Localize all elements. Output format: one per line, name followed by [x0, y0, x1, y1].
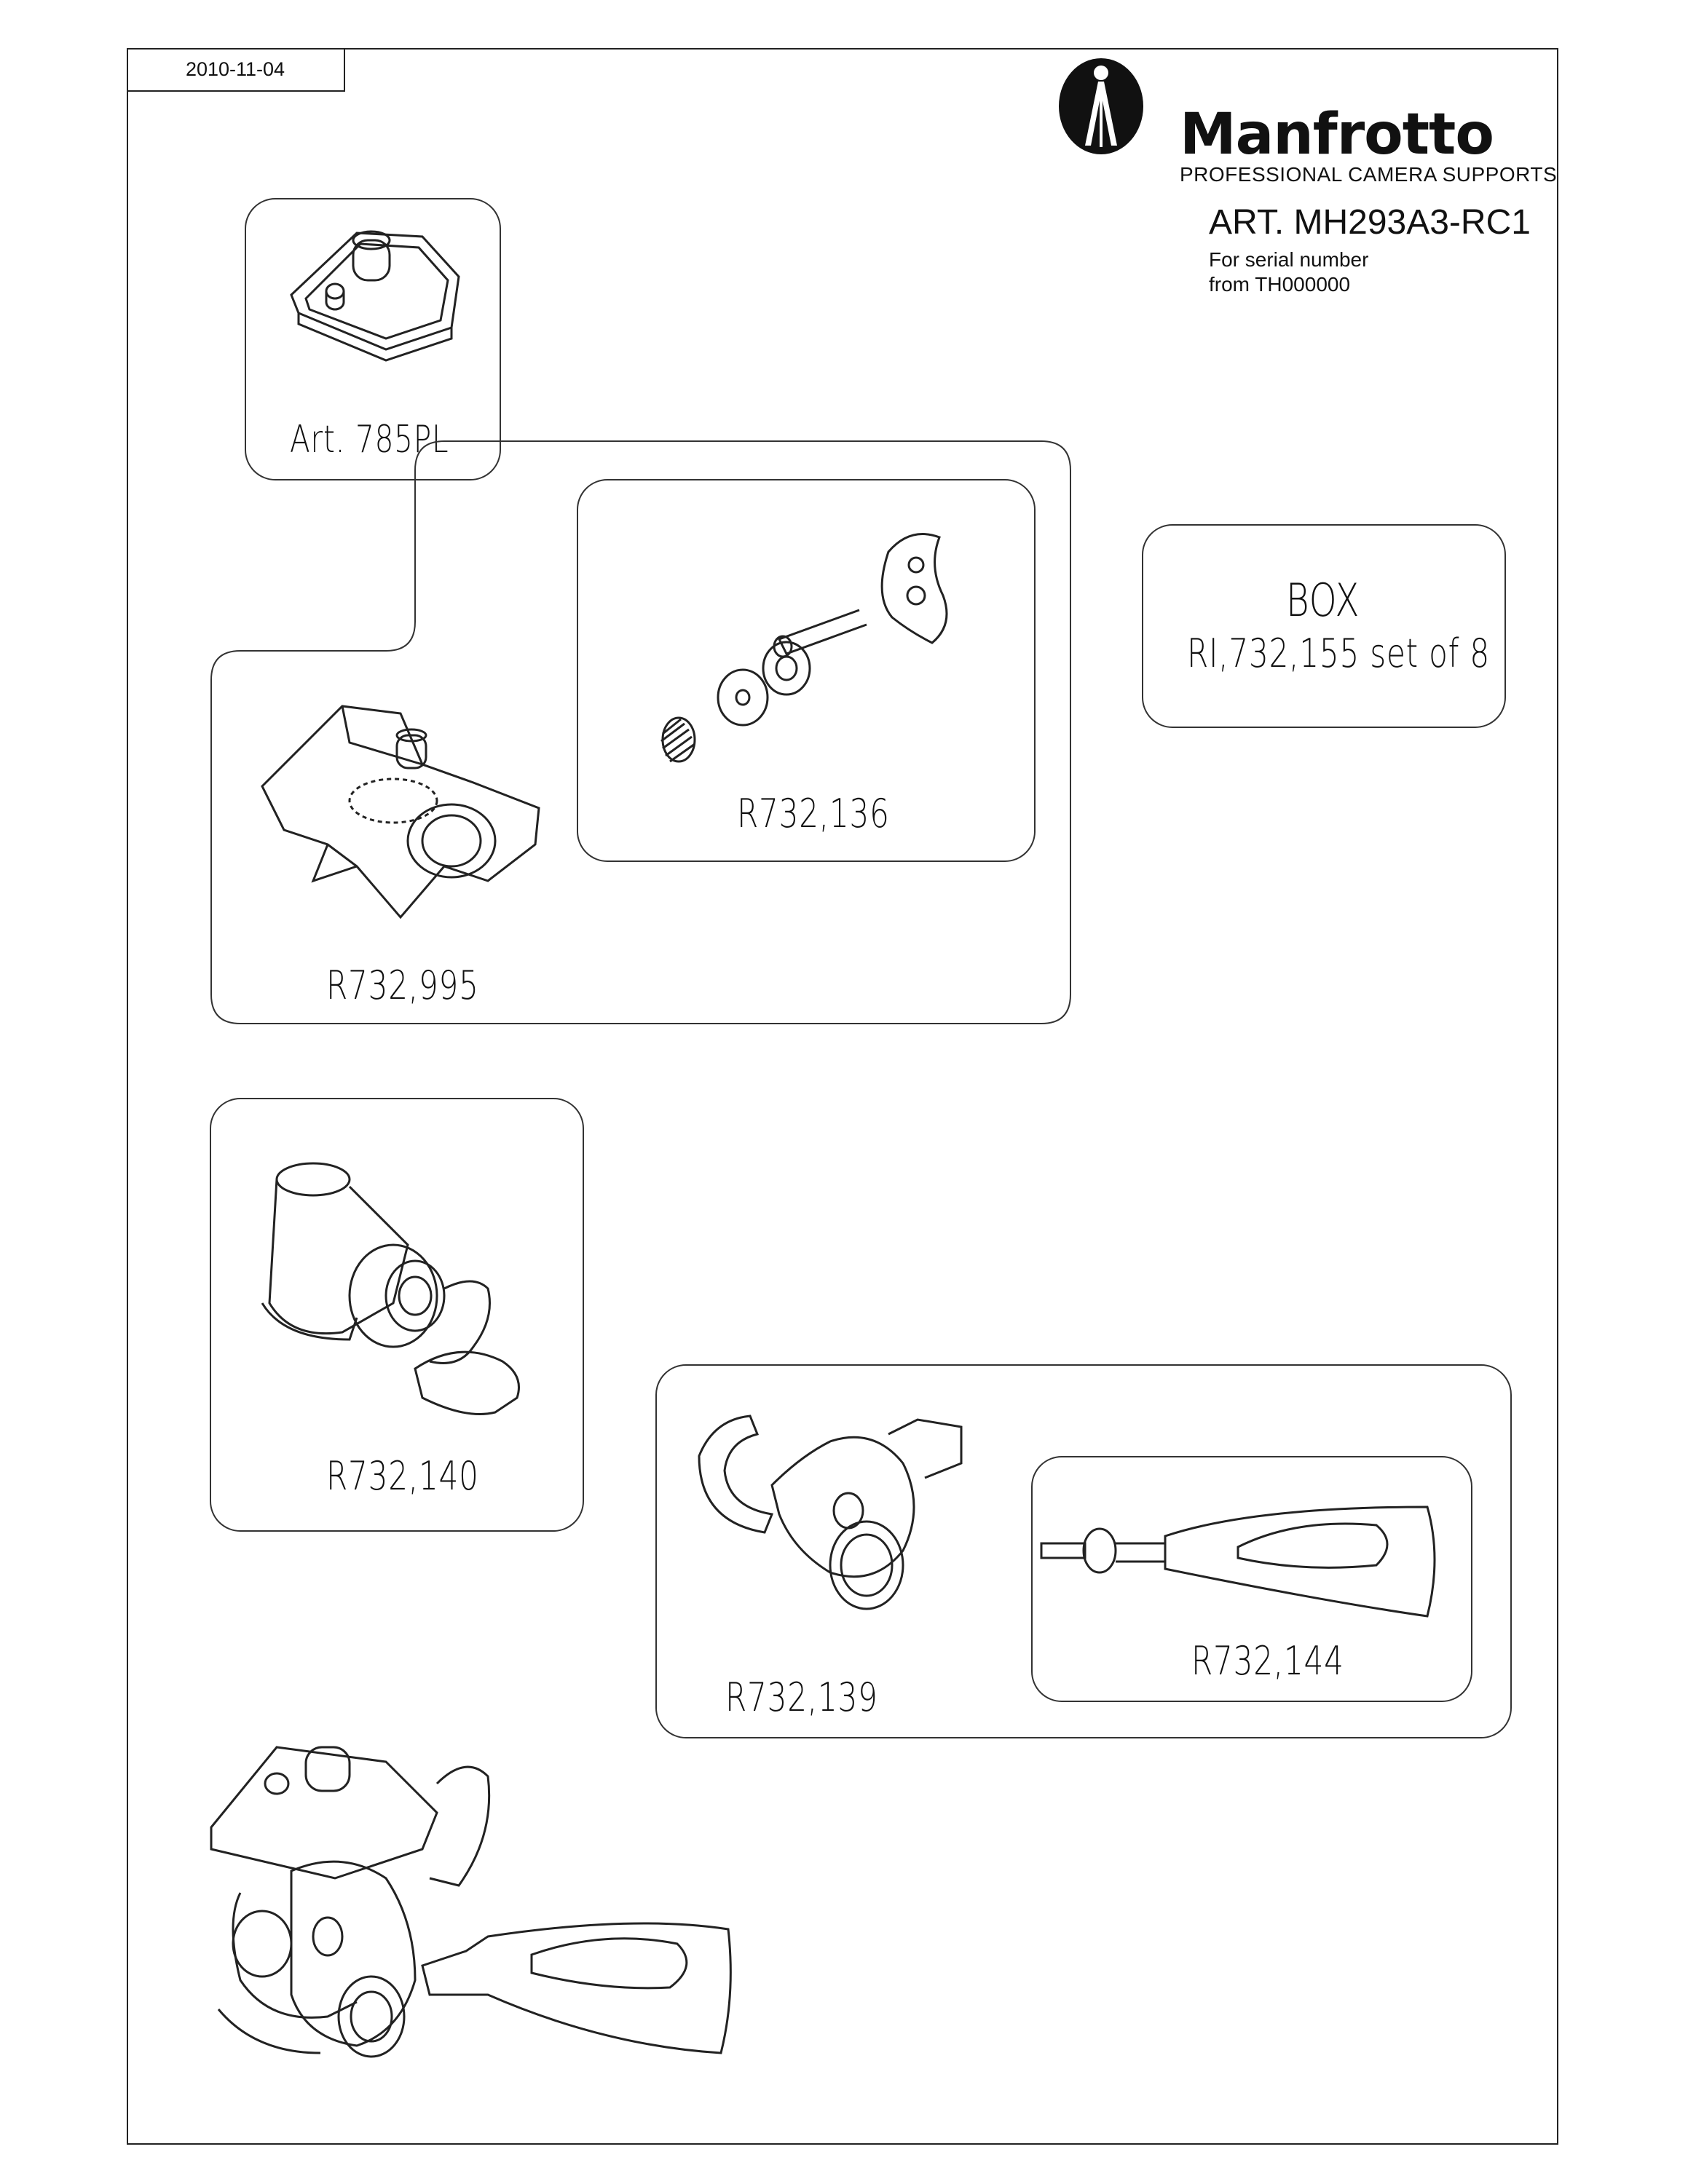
panel-body-outline [210, 440, 1073, 1026]
ball-unit-icon [248, 1158, 568, 1420]
brand-name: Manfrotto [1180, 102, 1494, 167]
brand-tagline: PROFESSIONAL CAMERA SUPPORTS [1180, 163, 1558, 186]
serial-line-2: from TH000000 [1209, 273, 1351, 296]
clamp-icon [685, 1398, 976, 1631]
label-knob-set: R732,136 [737, 791, 890, 836]
head-body-icon [255, 699, 546, 925]
pan-handle-icon [1034, 1492, 1442, 1623]
drawing-frame [127, 48, 1558, 2145]
label-clamp: R732,139 [725, 1674, 878, 1720]
label-plate: Art. 785PL [290, 418, 449, 462]
panel-box [1142, 524, 1506, 728]
panel-clamp [655, 1364, 1512, 1738]
date-stamp: 2010-11-04 [127, 48, 345, 92]
serial-note: For serial number from TH000000 [1209, 248, 1368, 297]
panel-plate [245, 198, 501, 480]
serial-line-1: For serial number [1209, 248, 1369, 271]
manfrotto-logo-icon [1059, 58, 1143, 154]
assembled-head-icon [197, 1704, 750, 2082]
box-title: BOX [1286, 574, 1360, 627]
label-handle: R732,144 [1191, 1638, 1344, 1684]
label-ball-unit: R732,140 [326, 1453, 479, 1499]
article-number: ART. MH293A3-RC1 [1209, 203, 1531, 242]
label-body: R732,995 [326, 962, 479, 1008]
panel-ball-unit [210, 1098, 584, 1532]
quick-release-plate-icon [277, 218, 473, 357]
knob-parts-icon [641, 523, 976, 770]
panel-handle [1031, 1456, 1472, 1702]
panel-knob-set [577, 479, 1036, 862]
box-subtitle: RI,732,155 set of 8 [1187, 630, 1491, 676]
